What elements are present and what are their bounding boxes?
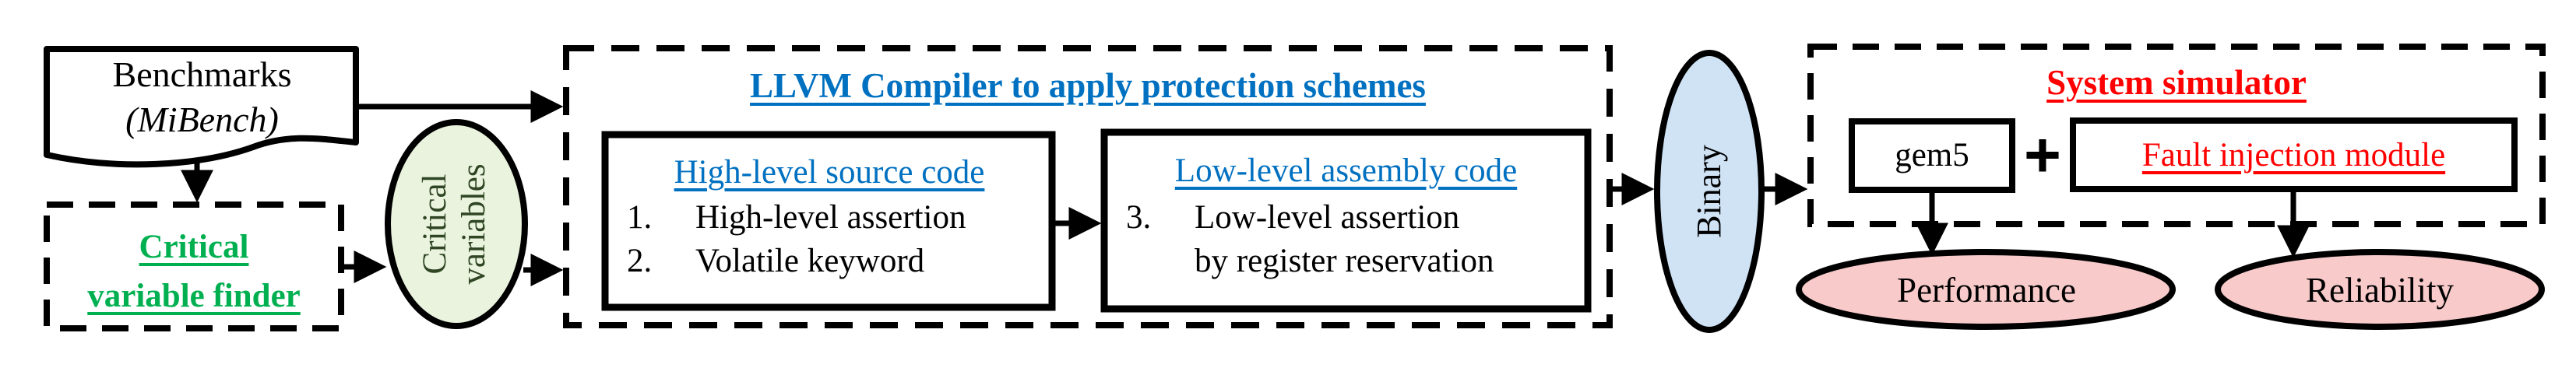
item-text: Low-level assertion — [1195, 199, 1460, 236]
high-level-source-title: High-level source code — [674, 154, 985, 191]
list-item: 2. Volatile keyword — [611, 240, 1047, 283]
binary-ellipse — [1654, 50, 1765, 333]
low-level-items: 3. Low-level assertion by register reser… — [1110, 196, 1582, 283]
list-item: 1. High-level assertion — [611, 196, 1047, 240]
benchmarks-label-line2: (MiBench) — [125, 100, 279, 139]
llvm-compiler-box — [563, 45, 1613, 328]
reliability-label: Reliability — [2306, 271, 2454, 310]
benchmarks-document-shape — [44, 46, 359, 168]
item-text: Volatile keyword — [695, 243, 925, 279]
critical-variables-line1: Critical — [417, 173, 453, 275]
list-item: 3. Low-level assertion — [1110, 196, 1582, 240]
system-simulator-box — [1807, 44, 2546, 227]
low-level-assembly-box — [1100, 128, 1592, 313]
reliability-ellipse — [2215, 249, 2545, 330]
critical-variables-ellipse — [385, 119, 528, 329]
gem5-box — [1849, 118, 2015, 193]
item-text: by register reservation — [1195, 243, 1494, 279]
low-level-assembly-title: Low-level assembly code — [1174, 152, 1518, 189]
item-number: 2. — [627, 243, 653, 279]
critical-variables-label: Critical variables — [416, 123, 497, 325]
performance-label: Performance — [1897, 271, 2076, 310]
binary-label: Binary — [1690, 145, 1728, 238]
critical-variables-line2: variables — [456, 163, 492, 285]
critical-variable-finder-box — [44, 202, 344, 331]
finder-label-line1: Critical — [139, 229, 249, 265]
item-number: 3. — [1126, 199, 1152, 236]
finder-label-line2: variable finder — [87, 278, 301, 314]
high-level-items: 1. High-level assertion 2. Volatile keyw… — [611, 196, 1047, 283]
llvm-compiler-title: LLVM Compiler to apply protection scheme… — [750, 66, 1426, 105]
high-level-source-box — [601, 131, 1056, 311]
performance-ellipse — [1796, 249, 2176, 330]
benchmarks-label-line1: Benchmarks — [112, 54, 292, 94]
list-item: by register reservation — [1110, 240, 1582, 283]
item-number: 1. — [627, 199, 653, 236]
item-text: High-level assertion — [695, 199, 966, 236]
fault-injection-box — [2070, 117, 2518, 192]
gem5-label: gem5 — [1895, 137, 1969, 173]
system-simulator-title: System simulator — [2046, 63, 2307, 102]
critical-variable-finder-label: Critical variable finder — [47, 223, 341, 321]
fault-injection-label: Fault injection module — [2141, 137, 2446, 173]
plus-sign: + — [2024, 120, 2061, 191]
